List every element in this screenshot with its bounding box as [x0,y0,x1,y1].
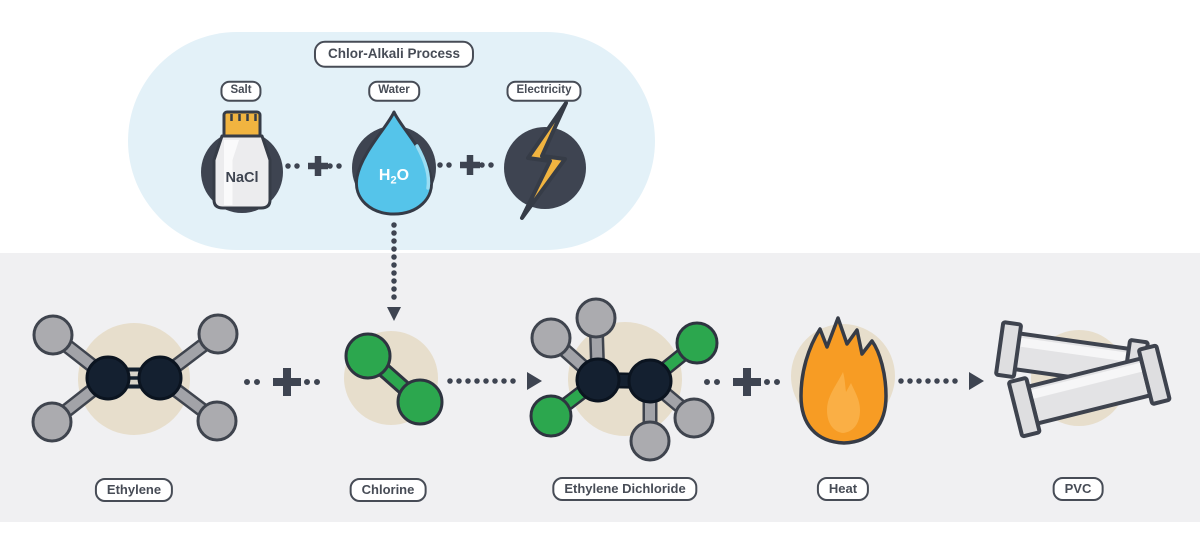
arrowhead-right-icon [527,372,542,390]
ethylene-dichloride-molecule [529,297,719,462]
plus-icon [460,155,480,175]
dotted-arrow-right [447,372,542,390]
hydrogen-atom [629,420,671,462]
hydrogen-atom [196,400,238,442]
chlorine-atom [396,378,444,426]
pipe-cap [1137,343,1172,406]
hydrogen-atom [197,313,239,355]
heat-label: Heat [816,477,870,501]
flame-inner [827,372,860,433]
salt-label: Salt [220,80,262,102]
pvc-pipe-front [1007,343,1172,439]
salt-jar-highlight [224,140,239,205]
hydrogen-atom [575,297,617,339]
arrowhead-right-icon [969,372,984,390]
hydrogen-atom [673,397,715,439]
arrowhead-down-icon [387,307,401,321]
flame-icon [799,316,888,445]
salt-cap-notches [230,114,257,121]
ethylene-label: Ethylene [94,478,174,502]
water-formula-text: H2O [379,167,409,187]
electricity-bolt-icon [504,101,586,220]
salt-formula-text: NaCl [225,170,258,186]
hydrogen-atom [530,317,572,359]
dotted-arrow-down [387,222,401,321]
chlorine-atom [529,394,573,438]
water-drop-highlight [415,144,431,190]
chlorine-molecule [344,332,444,426]
carbon-atom [137,355,183,401]
pipe-cap [994,320,1023,379]
plus-icon [273,368,301,396]
water-drop [354,110,434,216]
dotted-arrow-right [898,372,984,390]
chlorine-label: Chlorine [349,478,427,502]
lightning-bolt [520,101,568,220]
pvc-pipes-icon [994,320,1172,439]
plus-icon [308,156,328,176]
hydrogen-atom [32,314,74,356]
hydrogen-atom [31,401,73,443]
carbon-atom [575,357,621,403]
ethylene-molecule [31,313,239,443]
electricity-label: Electricity [506,80,582,102]
carbon-atom [85,355,131,401]
salt-jar-icon: NaCl [201,110,283,213]
water-label: Water [368,80,420,102]
plus-icon [733,368,761,396]
bond [546,313,699,446]
ethylene-dichloride-label: Ethylene Dichloride [552,477,698,501]
bond [47,329,223,427]
pvc-label: PVC [1052,477,1104,501]
chlorine-atom [675,321,719,365]
pipe-highlight [1019,337,1128,362]
carbon-atom [627,358,673,404]
pipe-highlight [1031,362,1143,399]
water-drop-icon: H2O [352,110,436,216]
pipe-cap [1007,376,1042,439]
chlorine-atom [344,332,392,380]
chlor-alkali-title: Chlor-Alkali Process [313,40,475,68]
